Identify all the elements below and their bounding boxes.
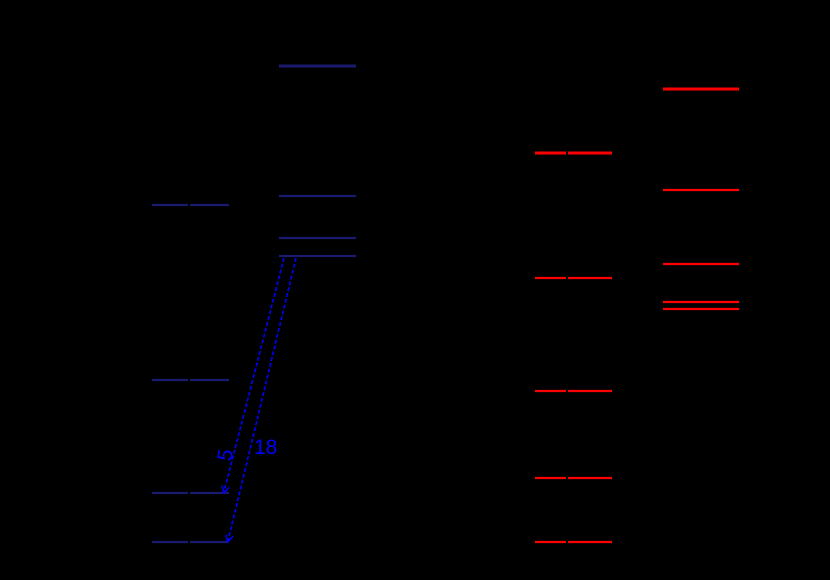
transition-labels: 5 18 (213, 436, 277, 463)
energy-levels (152, 64, 739, 544)
transitions (224, 257, 297, 541)
transition-arrow (228, 257, 297, 541)
transition-label-18: 18 (254, 436, 277, 459)
transition-arrow (224, 257, 285, 492)
transition-label-5: 5 (213, 447, 238, 463)
